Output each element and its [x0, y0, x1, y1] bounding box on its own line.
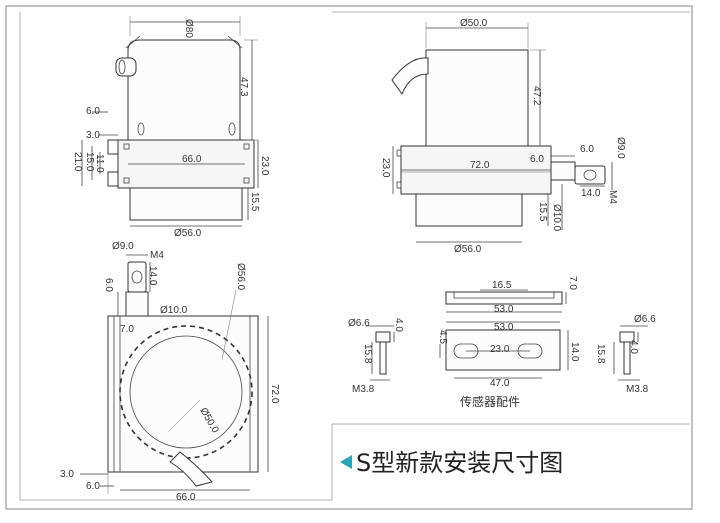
screw-left-dim-diameter: Ø6.6 — [348, 318, 370, 329]
plate-dim-4-5: 4.5 — [437, 330, 448, 344]
screw-right-dim-4: 4.0 — [628, 340, 639, 354]
screw-left-dim-4: 4.0 — [393, 318, 404, 332]
top-dim-7: 7.0 — [120, 324, 134, 335]
front-outlet — [115, 57, 137, 77]
side-dim-23: 23.0 — [380, 158, 391, 178]
top-dim-72: 72.0 — [269, 384, 280, 404]
screw-left-dim-15-8: 15.8 — [362, 344, 373, 364]
plate-dim-slot-23: 23.0 — [490, 344, 510, 355]
front-dim-56: Ø56.0 — [174, 228, 202, 239]
side-cable-outlet — [391, 57, 429, 96]
screw-left-shank — [379, 341, 387, 375]
side-dim-14: 14.0 — [581, 188, 601, 199]
top-dim-66: 66.0 — [176, 492, 196, 503]
side-dim-d10: Ø10.0 — [551, 204, 562, 232]
front-dim-top-diameter: Ø80 — [183, 19, 194, 38]
plate-dim-53: 53.0 — [494, 322, 514, 333]
screw-right-dim-15-8: 15.8 — [595, 344, 606, 364]
top-dim-6: 6.0 — [103, 278, 114, 292]
top-drum-circle — [129, 335, 243, 449]
side-dim-m4: M4 — [607, 190, 618, 204]
front-dim-15-5: 15.5 — [249, 192, 260, 212]
inner-frame — [19, 12, 690, 501]
side-view — [391, 22, 613, 243]
screw-right-dim-m3-8: M3.8 — [626, 384, 649, 395]
front-dim-6: 6.0 — [86, 106, 100, 117]
screw-left-head — [375, 331, 391, 343]
front-body — [127, 39, 241, 141]
top-cable — [169, 451, 213, 487]
side-dim-6a: 6.0 — [580, 144, 594, 155]
side-dim-d56: Ø56.0 — [454, 244, 482, 255]
front-dim-21: 21.0 — [72, 152, 83, 172]
top-dim-14: 14.0 — [147, 266, 158, 286]
screw-right-dim-diameter: Ø6.6 — [634, 314, 656, 325]
top-dim-d56: Ø56.0 — [235, 263, 246, 291]
top-dim-3: 3.0 — [60, 469, 74, 480]
top-view — [80, 254, 269, 494]
side-dim-15-5: 15.5 — [537, 202, 548, 222]
top-dim-m4: M4 — [150, 250, 164, 261]
front-dimensions: Ø80 47.3 6.0 3.0 21.0 15.0 11.0 66.0 23.… — [72, 19, 270, 239]
top-dim-6b: 6.0 — [86, 481, 100, 492]
bracket-dim-16-5: 16.5 — [492, 280, 512, 291]
top-body — [107, 315, 259, 473]
side-drum — [415, 193, 523, 227]
side-body — [425, 49, 529, 147]
side-shaft — [550, 161, 576, 181]
side-dim-6b: 6.0 — [530, 154, 544, 165]
accessories — [366, 289, 648, 381]
plate-dim-47: 47.0 — [490, 378, 510, 389]
accessories-caption: 传感器配件 — [460, 394, 520, 409]
top-shaft — [125, 291, 149, 317]
page-title: S型新款安装尺寸图 — [356, 449, 563, 477]
side-dim-72: 72.0 — [470, 160, 490, 171]
top-dimensions: Ø9.0 M4 14.0 6.0 Ø10.0 Ø56.0 7.0 Ø50.0 7… — [60, 241, 280, 503]
top-coupler — [127, 261, 147, 293]
screw-left-dim-m3-8: M3.8 — [352, 384, 375, 395]
front-dim-3: 3.0 — [86, 130, 100, 141]
plate-dim-14: 14.0 — [569, 342, 580, 362]
accessory-dimensions: 16.5 7.0 53.0 53.0 4.5 23.0 14.0 47.0 Ø6… — [348, 276, 656, 409]
accessory-plate — [445, 329, 561, 371]
top-dim-d10: Ø10.0 — [160, 305, 188, 316]
front-dim-15: 15.0 — [84, 152, 95, 172]
side-coupler — [574, 165, 606, 185]
bracket-dim-7: 7.0 — [567, 276, 578, 290]
side-dim-47-2: 47.2 — [531, 86, 542, 106]
title-arrow-icon — [340, 455, 352, 469]
top-dim-d9: Ø9.0 — [112, 241, 134, 252]
front-dim-47-3: 47.3 — [238, 77, 249, 97]
side-dim-d50: Ø50.0 — [460, 18, 488, 29]
bracket-dim-53: 53.0 — [494, 304, 514, 315]
side-dimensions: Ø50.0 47.2 23.0 72.0 6.0 6.0 Ø9.0 14.0 M… — [380, 18, 626, 255]
front-view — [81, 16, 259, 227]
front-dim-66: 66.0 — [182, 154, 202, 165]
front-dim-11: 11.0 — [94, 154, 105, 173]
side-dim-d9: Ø9.0 — [615, 137, 626, 159]
outer-frame — [5, 5, 693, 510]
front-dim-23: 23.0 — [259, 156, 270, 176]
front-drum — [129, 187, 243, 221]
screw-right-shank — [623, 341, 631, 375]
